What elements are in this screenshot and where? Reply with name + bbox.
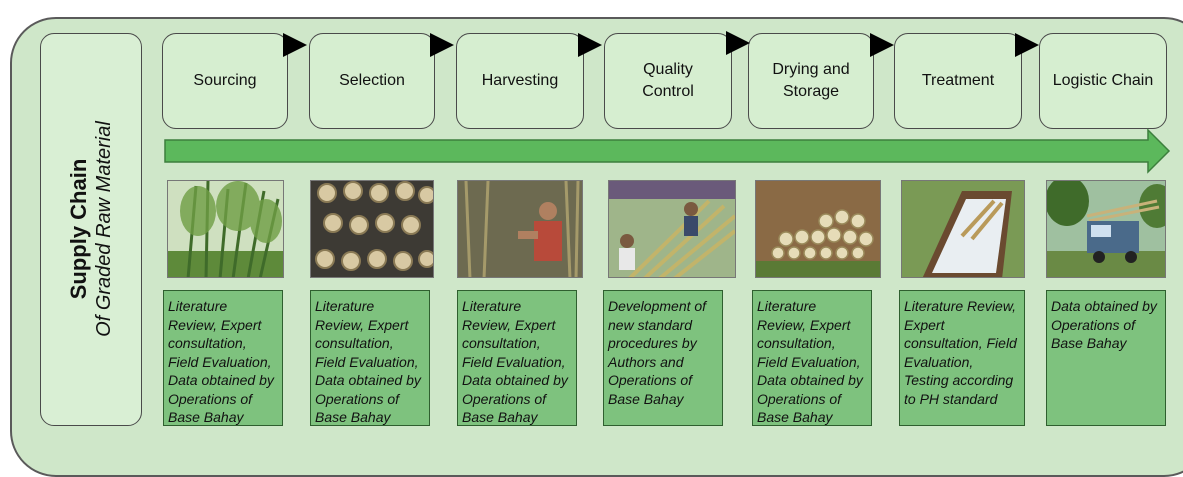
step-treatment: Treatment — [894, 33, 1022, 129]
flow-arrow-icon — [164, 128, 1171, 174]
step-arrow-icon — [283, 33, 307, 57]
note-quality-control: Development of new standard procedures b… — [603, 290, 723, 426]
side-panel — [40, 33, 142, 426]
step-arrow-icon — [726, 31, 750, 55]
step-logistic-chain: Logistic Chain — [1039, 33, 1167, 129]
note-drying-storage: Literature Review, Expert consultation, … — [752, 290, 872, 426]
note-sourcing: Literature Review, Expert consultation, … — [163, 290, 283, 426]
step-arrow-icon — [870, 33, 894, 57]
step-arrow-icon — [1015, 33, 1039, 57]
note-treatment: Literature Review, Expert consultation, … — [899, 290, 1025, 426]
photo-drying-storage — [755, 180, 881, 278]
step-drying-storage: Drying and Storage — [748, 33, 874, 129]
photo-quality-control — [608, 180, 736, 278]
note-logistic-chain: Data obtained by Operations of Base Baha… — [1046, 290, 1166, 426]
step-selection: Selection — [309, 33, 435, 129]
step-quality-control: Quality Control — [604, 33, 732, 129]
note-selection: Literature Review, Expert consultation, … — [310, 290, 430, 426]
side-title-block: Supply Chain Of Graded Raw Material — [56, 49, 126, 409]
side-subtitle: Of Graded Raw Material — [93, 121, 115, 337]
photo-harvesting — [457, 180, 583, 278]
step-arrow-icon — [430, 33, 454, 57]
photo-treatment — [901, 180, 1025, 278]
photo-bamboo-clump — [167, 180, 284, 278]
photo-bamboo-sections — [310, 180, 434, 278]
side-title: Supply Chain — [66, 158, 91, 300]
note-harvesting: Literature Review, Expert consultation, … — [457, 290, 577, 426]
step-harvesting: Harvesting — [456, 33, 584, 129]
step-sourcing: Sourcing — [162, 33, 288, 129]
photo-logistic-chain — [1046, 180, 1166, 278]
step-arrow-icon — [578, 33, 602, 57]
